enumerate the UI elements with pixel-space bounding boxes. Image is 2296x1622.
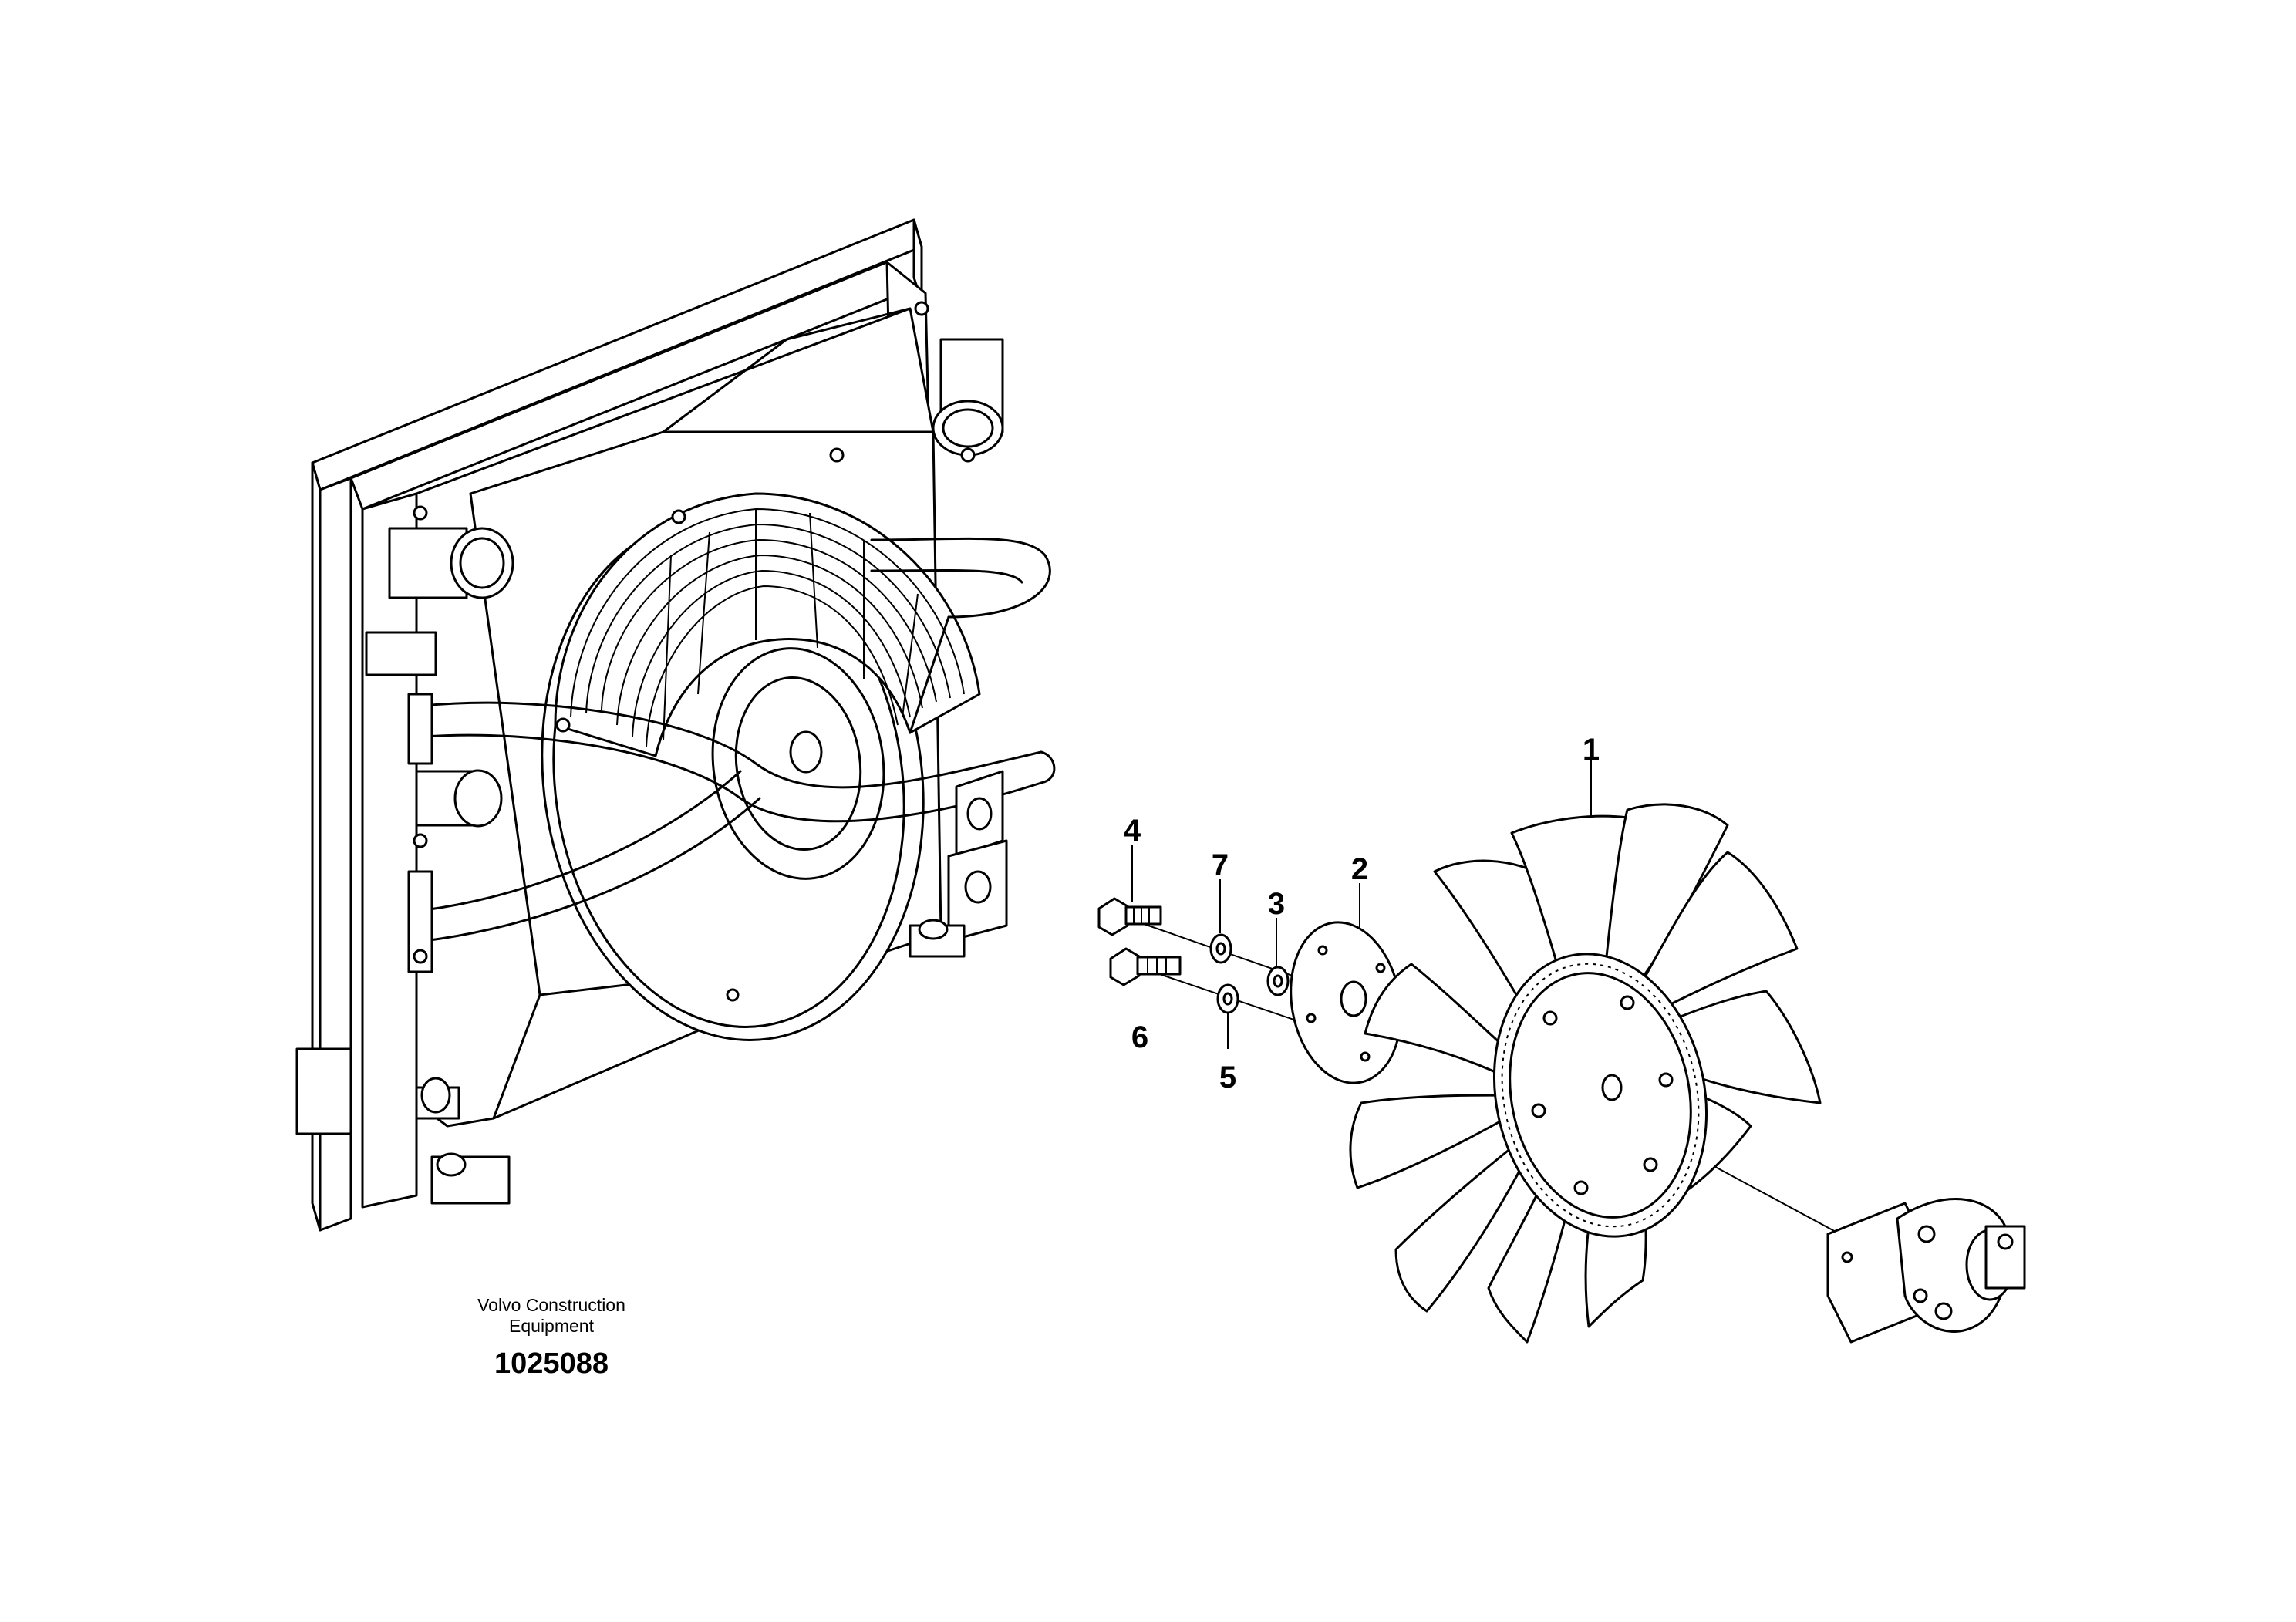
caption-line-2: Equipment bbox=[509, 1316, 595, 1336]
bolt-upper bbox=[1097, 897, 1162, 936]
upper-pipe bbox=[388, 527, 514, 599]
fan-guard-grid bbox=[570, 508, 965, 747]
callout-2[interactable]: 2 bbox=[1351, 852, 1368, 886]
washer-7 bbox=[1209, 933, 1232, 964]
hydraulic-motor bbox=[1826, 1198, 2026, 1344]
callout-3[interactable]: 3 bbox=[1268, 887, 1285, 921]
caption-block: Volvo Construction Equipment 1025088 bbox=[477, 1295, 625, 1380]
fan-wheel bbox=[1349, 803, 1822, 1344]
washer-5 bbox=[1216, 983, 1239, 1014]
catalog-number: 1025088 bbox=[494, 1347, 609, 1380]
callout-6[interactable]: 6 bbox=[1131, 1020, 1148, 1054]
callout-5[interactable]: 5 bbox=[1219, 1061, 1236, 1094]
callout-7[interactable]: 7 bbox=[1212, 848, 1229, 882]
radiator-assembly bbox=[295, 218, 1056, 1232]
washer-3 bbox=[1266, 966, 1290, 996]
caption-line-1: Volvo Construction bbox=[477, 1295, 625, 1315]
top-right-pipe bbox=[932, 338, 1004, 457]
port-block-lower bbox=[947, 839, 1008, 943]
port-block-upper bbox=[955, 770, 1004, 858]
callout-1[interactable]: 1 bbox=[1583, 733, 1600, 767]
lower-pipe bbox=[415, 769, 503, 828]
callout-4[interactable]: 4 bbox=[1124, 814, 1141, 848]
bolt-lower bbox=[1109, 947, 1182, 986]
